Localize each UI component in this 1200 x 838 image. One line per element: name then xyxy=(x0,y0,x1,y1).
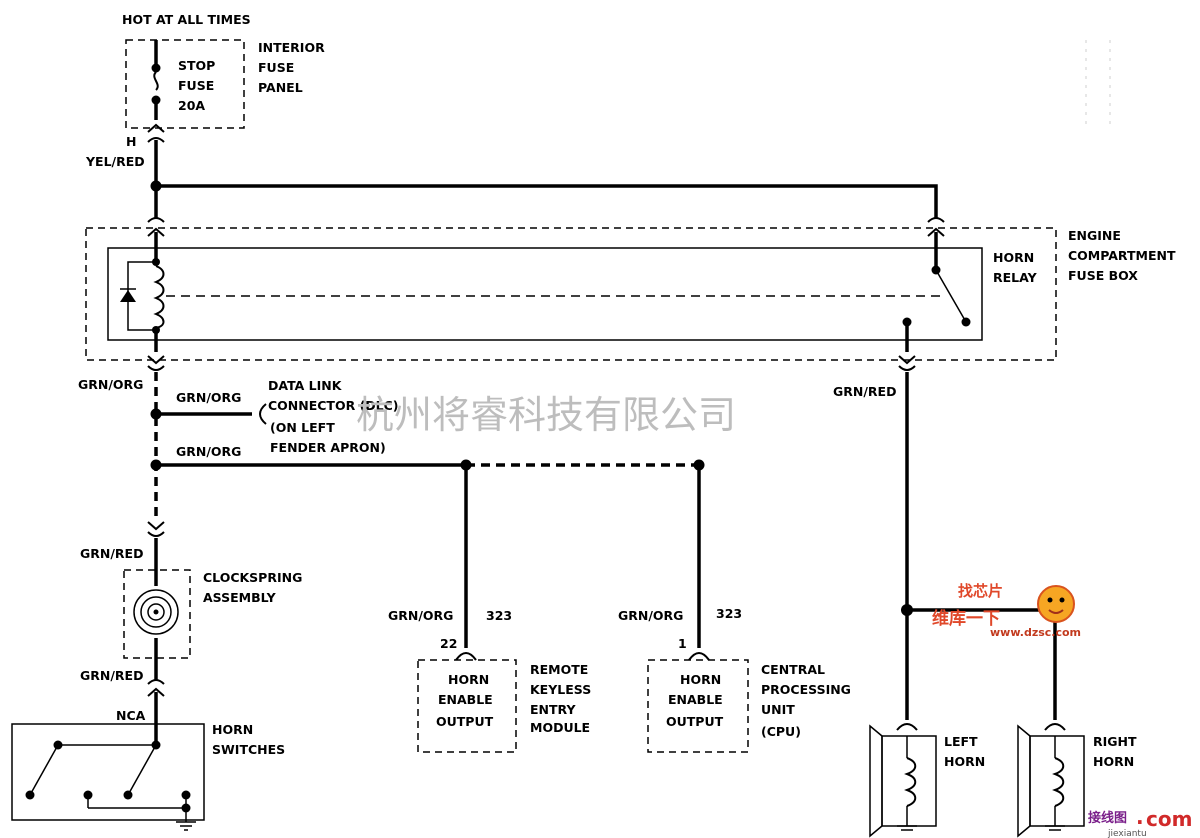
label-cpu-box: HORN xyxy=(680,672,721,687)
horn-switches-box xyxy=(11,723,205,821)
label-grn-org-dlc: GRN/ORG xyxy=(176,390,241,405)
dzsc-logo-watermark: 找芯片 维库一下 www.dzsc.com xyxy=(932,582,1081,639)
logo-mid-text: 维库一下 xyxy=(932,608,1000,629)
horn-switches xyxy=(25,740,196,831)
label-nca: NCA xyxy=(116,708,146,723)
logo-url-text: www.dzsc.com xyxy=(990,626,1081,639)
label-cpu-wire: GRN/ORG xyxy=(618,608,683,623)
label-stop-fuse-3: 20A xyxy=(178,98,205,113)
label-left-horn: LEFT xyxy=(944,734,978,749)
label-rke-wire: GRN/ORG xyxy=(388,608,453,623)
label-engine-fuse-box-2: COMPARTMENT xyxy=(1068,248,1176,263)
label-horn-relay: HORN xyxy=(993,250,1034,265)
label-engine-fuse-box: ENGINE xyxy=(1068,228,1121,243)
label-stop-fuse-2: FUSE xyxy=(178,78,214,93)
wire-yel-red-feed xyxy=(156,184,938,218)
label-cpu-4: (CPU) xyxy=(761,724,801,739)
horn-relay-box xyxy=(107,247,983,341)
label-yel-red: YEL/RED xyxy=(85,154,145,169)
left-horn xyxy=(869,723,937,838)
label-rke-box-2: ENABLE xyxy=(438,692,493,707)
stop-fuse-element xyxy=(153,71,159,91)
cpu-box xyxy=(647,659,749,753)
label-cpu-circuit: 323 xyxy=(716,606,742,621)
corner-com-text: com xyxy=(1146,807,1192,831)
label-hot-at-all-times: HOT AT ALL TIMES xyxy=(122,12,251,27)
relay-diode-wire xyxy=(127,261,156,331)
relay-diode xyxy=(120,290,136,302)
label-rke-module-4: MODULE xyxy=(530,720,590,735)
label-right-horn-2: HORN xyxy=(1093,754,1134,769)
engine-fuse-box-outline xyxy=(85,227,1057,361)
interior-fuse-panel-box xyxy=(125,39,245,129)
label-horn-switches: HORN xyxy=(212,722,253,737)
corner-dot-text: . xyxy=(1136,805,1144,829)
label-cpu-3: UNIT xyxy=(761,702,795,717)
label-dlc-2: CONNECTOR (DLC) xyxy=(268,398,399,413)
label-rke-box-3: OUTPUT xyxy=(436,714,494,729)
label-grn-org-bus: GRN/ORG xyxy=(176,444,241,459)
label-dlc-4: FENDER APRON) xyxy=(270,440,386,455)
label-interior-fuse-panel-3: PANEL xyxy=(258,80,303,95)
label-grn-org-main: GRN/ORG xyxy=(78,377,143,392)
dlc-connector xyxy=(259,403,267,425)
cpu-connector xyxy=(688,652,710,661)
label-engine-fuse-box-3: FUSE BOX xyxy=(1068,268,1138,283)
label-cpu: CENTRAL xyxy=(761,662,825,677)
label-rke-module-3: ENTRY xyxy=(530,702,576,717)
corner-cn-text: 接线图 xyxy=(1088,810,1127,826)
label-grn-red-relay: GRN/RED xyxy=(833,384,896,399)
label-rke-module: REMOTE xyxy=(530,662,588,677)
label-rke-pin: 22 xyxy=(440,636,457,651)
label-horn-switches-2: SWITCHES xyxy=(212,742,285,757)
label-rke-module-2: KEYLESS xyxy=(530,682,591,697)
label-cpu-box-3: OUTPUT xyxy=(666,714,724,729)
label-stop-fuse: STOP xyxy=(178,58,215,73)
label-right-horn: RIGHT xyxy=(1093,734,1137,749)
label-horn-relay-2: RELAY xyxy=(993,270,1038,285)
label-interior-fuse-panel-2: FUSE xyxy=(258,60,294,75)
label-cpu-box-2: ENABLE xyxy=(668,692,723,707)
watermark-company: 杭州将睿科技有限公司 xyxy=(356,393,736,437)
right-horn xyxy=(1017,723,1085,838)
label-cpu-2: PROCESSING xyxy=(761,682,851,697)
rke-connector xyxy=(455,652,477,661)
logo-top-text: 找芯片 xyxy=(958,582,1003,600)
label-clockspring-2: ASSEMBLY xyxy=(203,590,277,605)
rke-module-box xyxy=(417,659,517,753)
label-rke-box: HORN xyxy=(448,672,489,687)
label-grn-red-clock-bottom: GRN/RED xyxy=(80,668,143,683)
jiexiantu-corner-watermark: 接线图 . com jiexiantu xyxy=(1088,805,1192,838)
label-dlc: DATA LINK xyxy=(268,378,343,393)
clockspring-coil xyxy=(133,589,179,635)
connector-h xyxy=(147,123,165,133)
label-interior-fuse-panel: INTERIOR xyxy=(258,40,325,55)
label-rke-circuit: 323 xyxy=(486,608,512,623)
label-clockspring: CLOCKSPRING xyxy=(203,570,302,585)
label-cpu-pin: 1 xyxy=(678,636,687,651)
label-pin-h: H xyxy=(126,134,136,149)
label-left-horn-2: HORN xyxy=(944,754,985,769)
corner-sub-text: jiexiantu xyxy=(1107,829,1147,838)
relay-switch-contact xyxy=(935,269,967,323)
label-dlc-3: (ON LEFT xyxy=(270,420,335,435)
label-grn-red-clock-top: GRN/RED xyxy=(80,546,143,561)
relay-coil xyxy=(153,265,165,329)
